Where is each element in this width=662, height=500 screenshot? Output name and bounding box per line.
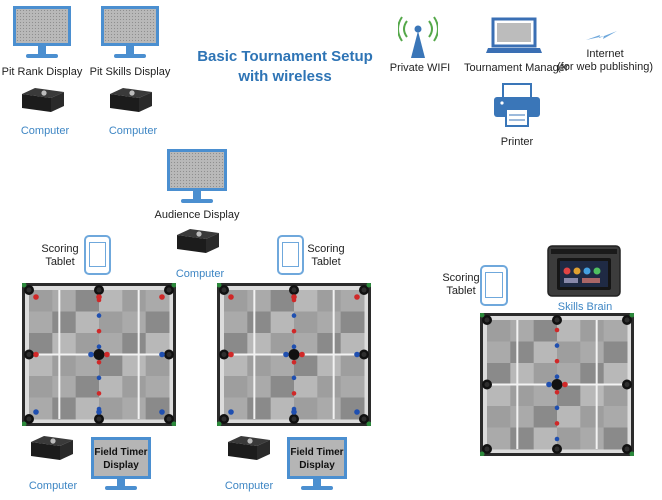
audience-computer-icon <box>177 229 219 253</box>
field1-timer-display: Field Timer Display <box>91 437 151 479</box>
field2-tablet-icon <box>277 235 304 275</box>
field2-tablet-line-1: Scoring <box>307 243 345 255</box>
wifi-label: Private WIFI <box>389 62 451 74</box>
field1-computer-icon <box>31 436 73 460</box>
skills-tablet-line-2: Tablet <box>446 285 476 297</box>
field1-tablet-icon <box>84 235 111 275</box>
lightning-icon <box>586 31 617 40</box>
field1-tablet-line-1: Scoring <box>41 243 79 255</box>
skills-brain-label: Skills Brain <box>557 301 613 313</box>
field1-timer-stand <box>117 479 125 486</box>
field-1-icon <box>22 283 176 426</box>
field1-timer-line-2: Display <box>103 460 139 471</box>
pit-rank-computer-icon <box>22 88 64 112</box>
pit-skills-label: Pit Skills Display <box>89 66 171 78</box>
printer-label: Printer <box>500 136 534 148</box>
skills-tablet-line-1: Scoring <box>442 272 480 284</box>
field1-computer-label: Computer <box>28 480 78 492</box>
field2-timer-line-2: Display <box>299 460 335 471</box>
skills-tablet-label: Scoring Tablet <box>440 272 482 298</box>
pit-skills-computer-icon <box>110 88 152 112</box>
internet-line-1: Internet <box>586 48 624 60</box>
title-line-2: with wireless <box>238 68 332 85</box>
field2-timer-line-1: Field Timer <box>290 447 344 458</box>
field2-timer-display: Field Timer Display <box>287 437 347 479</box>
field2-timer-stand <box>313 479 321 486</box>
pit-rank-computer-label: Computer <box>20 125 70 137</box>
field1-tablet-label: Scoring Tablet <box>40 243 80 269</box>
audience-computer-label: Computer <box>175 268 225 280</box>
field2-tablet-label: Scoring Tablet <box>305 243 347 269</box>
pit-rank-label: Pit Rank Display <box>1 66 83 78</box>
internet-line-2: (for web publishing) <box>557 61 653 73</box>
tm-label: Tournament Manager <box>464 62 569 74</box>
internet-label: Internet (for web publishing) <box>555 48 655 74</box>
field1-timer-foot <box>105 486 137 490</box>
field1-tablet-line-2: Tablet <box>45 256 75 268</box>
field2-computer-icon <box>228 436 270 460</box>
skills-brain-icon <box>547 245 621 297</box>
field2-timer-foot <box>301 486 333 490</box>
printer-icon <box>494 83 540 127</box>
field-2-icon <box>217 283 371 426</box>
title-line-1: Basic Tournament Setup <box>197 48 373 65</box>
field2-computer-label: Computer <box>224 480 274 492</box>
field1-timer-line-1: Field Timer <box>94 447 148 458</box>
wifi-antenna-icon <box>398 16 438 58</box>
skills-tablet-icon <box>480 265 508 306</box>
diagram-title: Basic Tournament Setup with wireless <box>185 47 385 87</box>
field2-tablet-line-2: Tablet <box>311 256 341 268</box>
skills-field-icon <box>480 313 634 456</box>
pit-skills-computer-label: Computer <box>108 125 158 137</box>
audience-label: Audience Display <box>154 209 240 221</box>
laptop-icon <box>486 17 542 53</box>
